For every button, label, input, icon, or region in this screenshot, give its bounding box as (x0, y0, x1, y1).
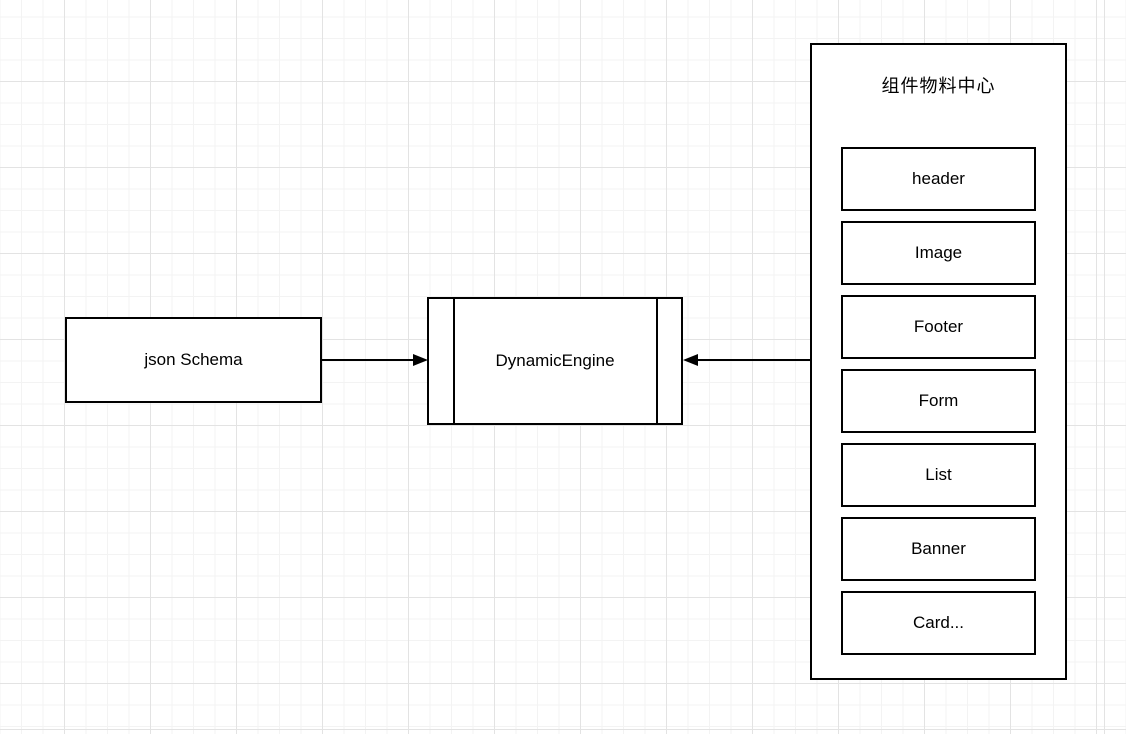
node-json-schema: json Schema (65, 317, 322, 403)
palette-item-form: Form (841, 369, 1036, 433)
edge-json-schema-to-dynamic-engine (322, 359, 414, 361)
arrowhead-right-icon (413, 354, 428, 366)
palette-item-list: List (841, 443, 1036, 507)
arrowhead-left-icon (683, 354, 698, 366)
node-dynamic-engine-label: DynamicEngine (495, 350, 615, 370)
palette-title: 组件物料中心 (881, 76, 996, 96)
node-json-schema-label: json Schema (144, 349, 243, 369)
palette-item-card: Card... (841, 591, 1036, 655)
component-bar-right (656, 299, 658, 423)
palette-item-image: Image (841, 221, 1036, 285)
palette-item-banner: Banner (841, 517, 1036, 581)
palette-item-footer: Footer (841, 295, 1036, 359)
palette-items: header Image Footer Form List Banner Car… (812, 147, 1065, 655)
palette-item-header: header (841, 147, 1036, 211)
palette-panel: 组件物料中心 header Image Footer Form List Ban… (810, 43, 1067, 680)
node-dynamic-engine: DynamicEngine (427, 297, 683, 425)
edge-palette-to-dynamic-engine (697, 359, 810, 361)
component-bar-left (453, 299, 455, 423)
